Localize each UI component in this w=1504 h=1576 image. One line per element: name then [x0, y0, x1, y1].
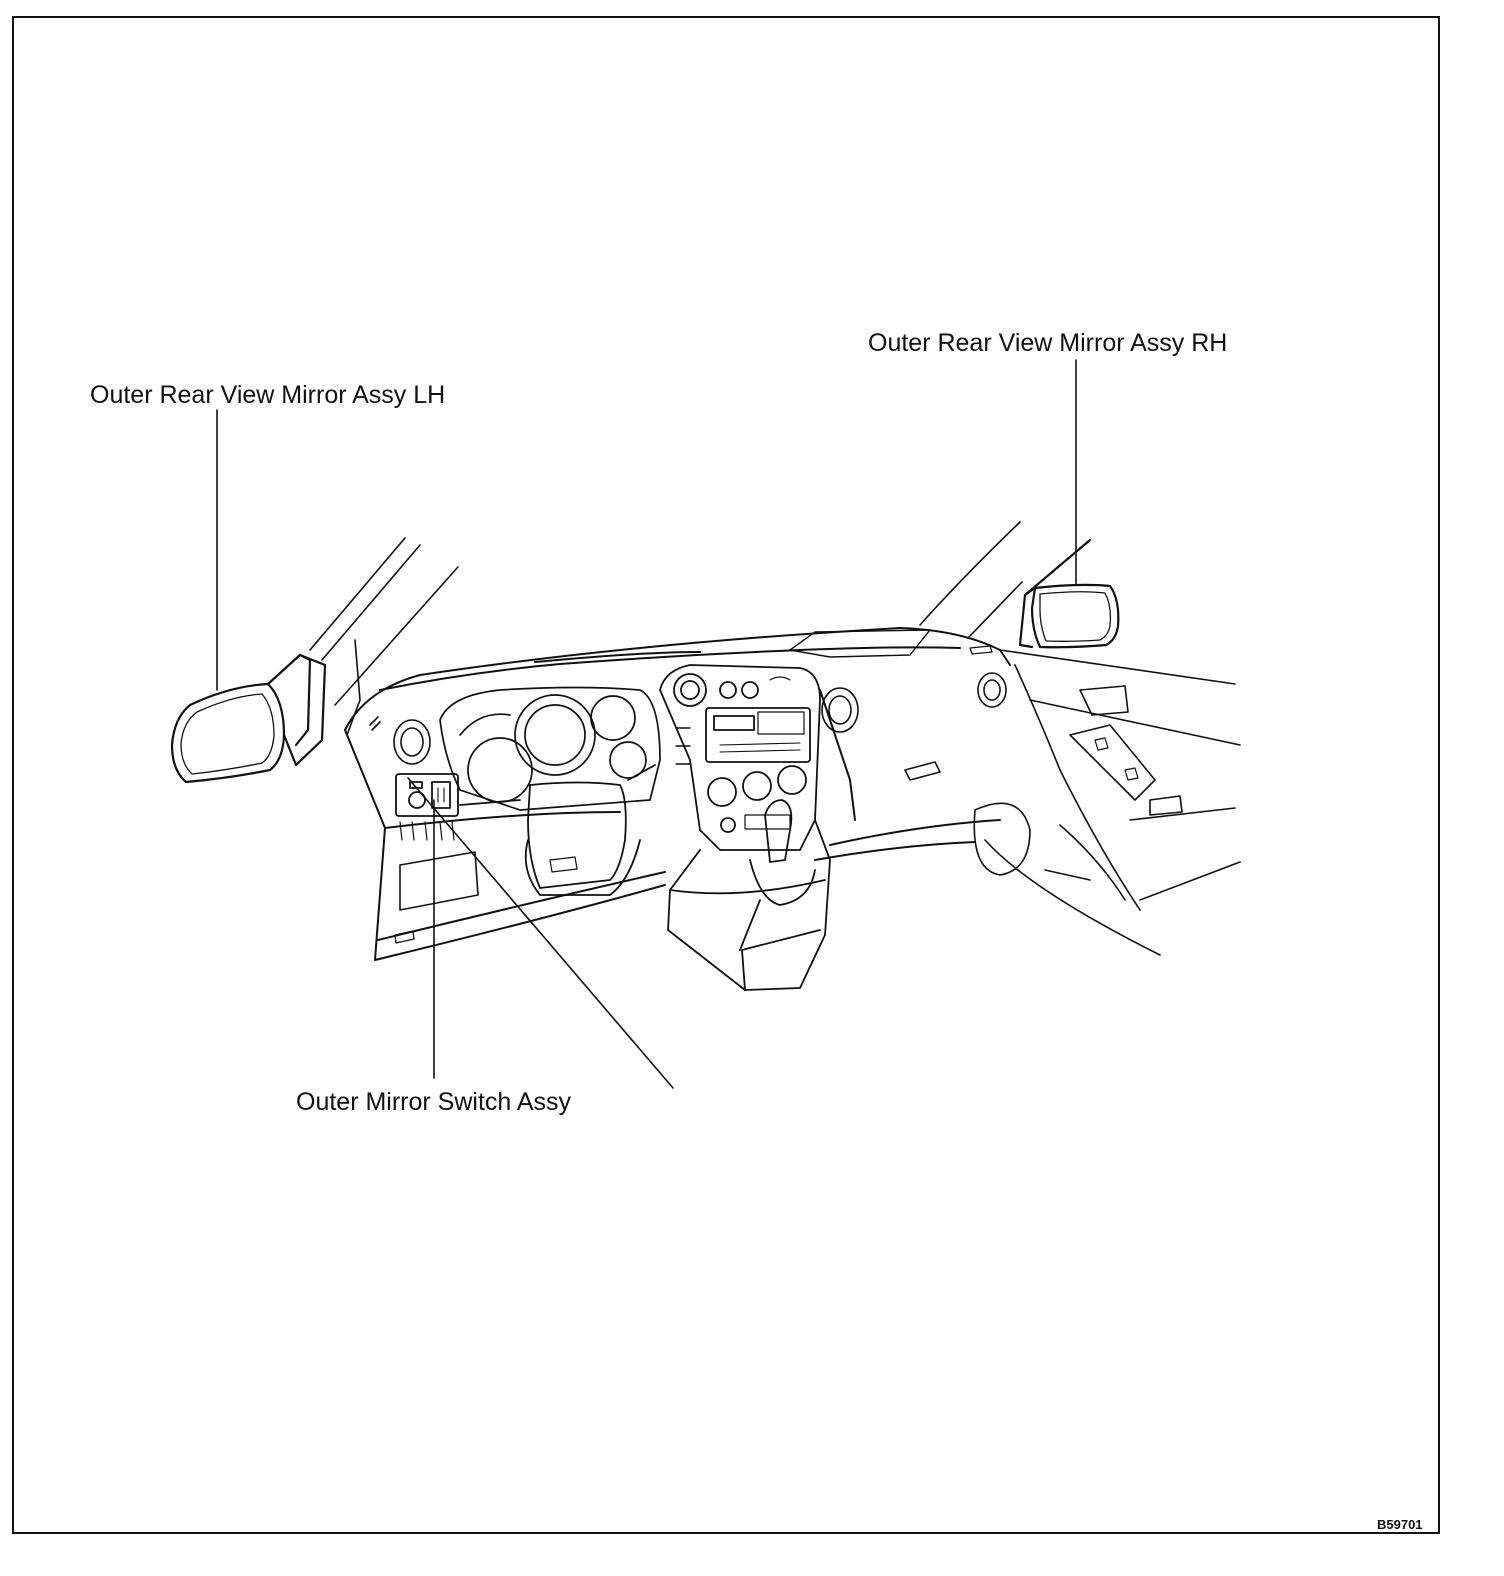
- figure-id: B59701: [1377, 1517, 1423, 1532]
- mirror-switch-panel: [395, 773, 459, 841]
- leader-lines: [216, 359, 1077, 1089]
- mirror-rh: [1018, 538, 1120, 649]
- diagram-frame: [12, 16, 1440, 1534]
- passenger-door: [973, 649, 1241, 956]
- lower-left-panel: [394, 851, 479, 944]
- mirror-lh: [170, 653, 327, 784]
- vent-left: [369, 716, 431, 765]
- label-outer-rear-view-mirror-rh: Outer Rear View Mirror Assy RH: [868, 329, 1228, 357]
- a-pillar-lh: [309, 537, 459, 736]
- label-outer-rear-view-mirror-lh: Outer Rear View Mirror Assy LH: [90, 381, 446, 409]
- center-stack: [659, 664, 821, 851]
- instrument-cluster: [439, 686, 661, 811]
- dashboard-outline: [344, 627, 1011, 961]
- steering-column: [459, 764, 656, 896]
- glove-box: [821, 672, 1007, 781]
- label-outer-mirror-switch: Outer Mirror Switch Assy: [296, 1088, 572, 1116]
- a-pillar-rh: [919, 521, 1023, 639]
- center-console: [667, 799, 831, 991]
- leader-line-switch-diag: [407, 777, 674, 1089]
